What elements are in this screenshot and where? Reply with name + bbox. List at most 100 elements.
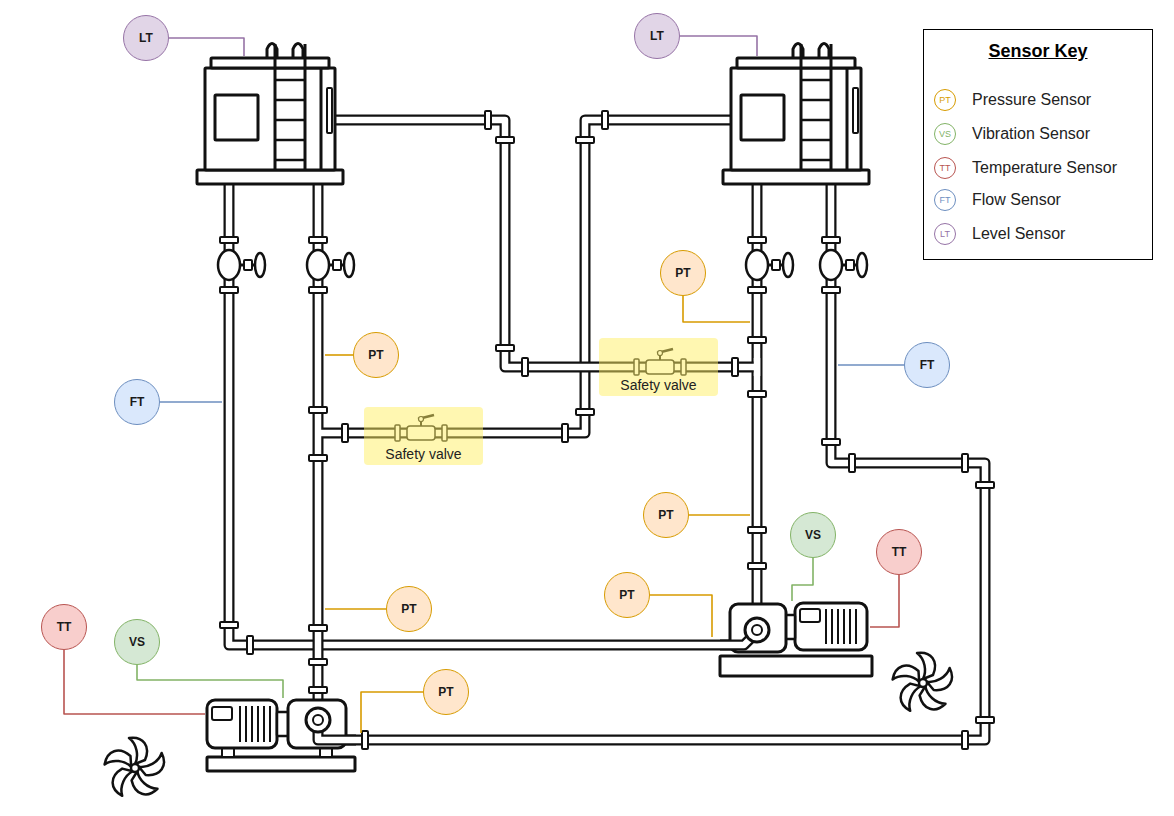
legend-sample: PT [934, 89, 956, 111]
fan-icon [892, 653, 955, 715]
leader-line [650, 595, 712, 637]
pipe-outline [335, 120, 757, 367]
pipe-coupling [822, 237, 840, 243]
ladder-rung [801, 99, 831, 102]
pump-impeller [752, 625, 762, 635]
fan-hub [919, 679, 927, 687]
legend-sample-tag: PT [939, 95, 951, 105]
pipe-bore [229, 184, 740, 645]
pump-volute [306, 708, 330, 732]
leader-line [325, 354, 353, 356]
leader-line [689, 514, 750, 516]
ladder-rail [274, 44, 277, 170]
tank-base [723, 170, 869, 184]
ladder-rail [830, 44, 833, 170]
pipe-coupling [522, 358, 528, 376]
gate-valve [218, 250, 265, 280]
tank-panel-line [320, 68, 323, 170]
legend-text: Pressure Sensor [972, 91, 1091, 109]
sensor-tag: LT [139, 31, 153, 45]
valve-bonnet [846, 260, 854, 270]
pipework [220, 111, 994, 749]
sensor-circle: PT [643, 492, 689, 538]
motor-fin [849, 609, 851, 644]
tank-slot [327, 88, 332, 133]
gate-valve [746, 250, 793, 280]
legend-text: Flow Sensor [972, 191, 1061, 209]
leader-line [870, 575, 899, 627]
pipe-coupling [342, 424, 348, 442]
legend-row: TTTemperature Sensor [934, 156, 1117, 180]
pipe-coupling [220, 287, 238, 293]
fan-blade [137, 753, 168, 778]
sensor-circle: VS [790, 512, 836, 558]
legend-title: Sensor Key [924, 41, 1152, 62]
pipe-coupling [748, 337, 766, 343]
pump-motor [720, 603, 872, 676]
ladder-rung [801, 159, 831, 162]
sensor-circle: FT [904, 342, 950, 388]
motor-fin [825, 609, 827, 644]
motor-fin [263, 706, 265, 742]
leader-line [683, 296, 750, 322]
valve-label: Safety valve [385, 446, 461, 462]
pipe-coupling [309, 287, 327, 293]
pipe-outline [330, 184, 985, 740]
tank-window [741, 95, 784, 140]
leader-line [325, 608, 386, 610]
pipe-bore [335, 120, 757, 367]
gate-valve [307, 250, 354, 280]
pipe-coupling [485, 111, 491, 129]
gate-valve [820, 250, 867, 280]
motor-fin [831, 609, 833, 644]
ladder-rung [275, 99, 305, 102]
legend-sample: FT [934, 189, 956, 211]
safety-valve-callout: Safety valve [599, 338, 718, 396]
tank-lid [211, 58, 329, 68]
pipe-coupling [748, 287, 766, 293]
valve-bonnet [244, 260, 252, 270]
pipe-coupling [309, 659, 327, 665]
motor-body [795, 603, 867, 650]
pipe-coupling [962, 454, 968, 472]
motor-terminal-box [212, 707, 232, 720]
pipe-coupling [976, 717, 994, 723]
legend-sample: VS [934, 123, 956, 145]
legend-row: LTLevel Sensor [934, 222, 1065, 246]
fan-icon [104, 738, 167, 800]
sensor-tag: LT [650, 29, 664, 43]
valve-handwheel [783, 253, 793, 277]
pipe-coupling [822, 287, 840, 293]
motor-fin [245, 706, 247, 742]
sensor-circle: VS [114, 619, 160, 665]
tank-window [215, 95, 258, 140]
motor-fin [251, 706, 253, 742]
sensor-circle: PT [423, 669, 469, 715]
fan-hub [131, 764, 139, 772]
ladder-rung [801, 79, 831, 82]
pipe-coupling [562, 424, 568, 442]
legend-sample-tag: TT [940, 163, 951, 173]
valve-body [746, 250, 768, 280]
sensor-legend: Sensor KeyPTPressure SensorVSVibration S… [923, 29, 1153, 260]
tank-panel-line [846, 68, 849, 170]
pipe-coupling [849, 454, 855, 472]
tank-vent [819, 44, 829, 59]
valve-body [307, 250, 329, 280]
pipe-coupling [496, 345, 514, 351]
sensor-tag: PT [368, 348, 383, 362]
sensor-circle: LT [123, 15, 169, 61]
sensor-circle: TT [876, 529, 922, 575]
tank-body [731, 68, 861, 170]
pump-volute [745, 618, 769, 642]
sensor-tag: PT [401, 602, 416, 616]
ladder-rung [801, 139, 831, 142]
pipe-bore [330, 184, 985, 740]
sensor-tag: TT [892, 545, 907, 559]
pump-motor [207, 700, 356, 771]
leader-line [137, 665, 283, 698]
pipe-coupling [748, 391, 766, 397]
ladder-rail [304, 44, 307, 170]
leader-line [160, 401, 222, 403]
sensor-tag: PT [658, 508, 673, 522]
